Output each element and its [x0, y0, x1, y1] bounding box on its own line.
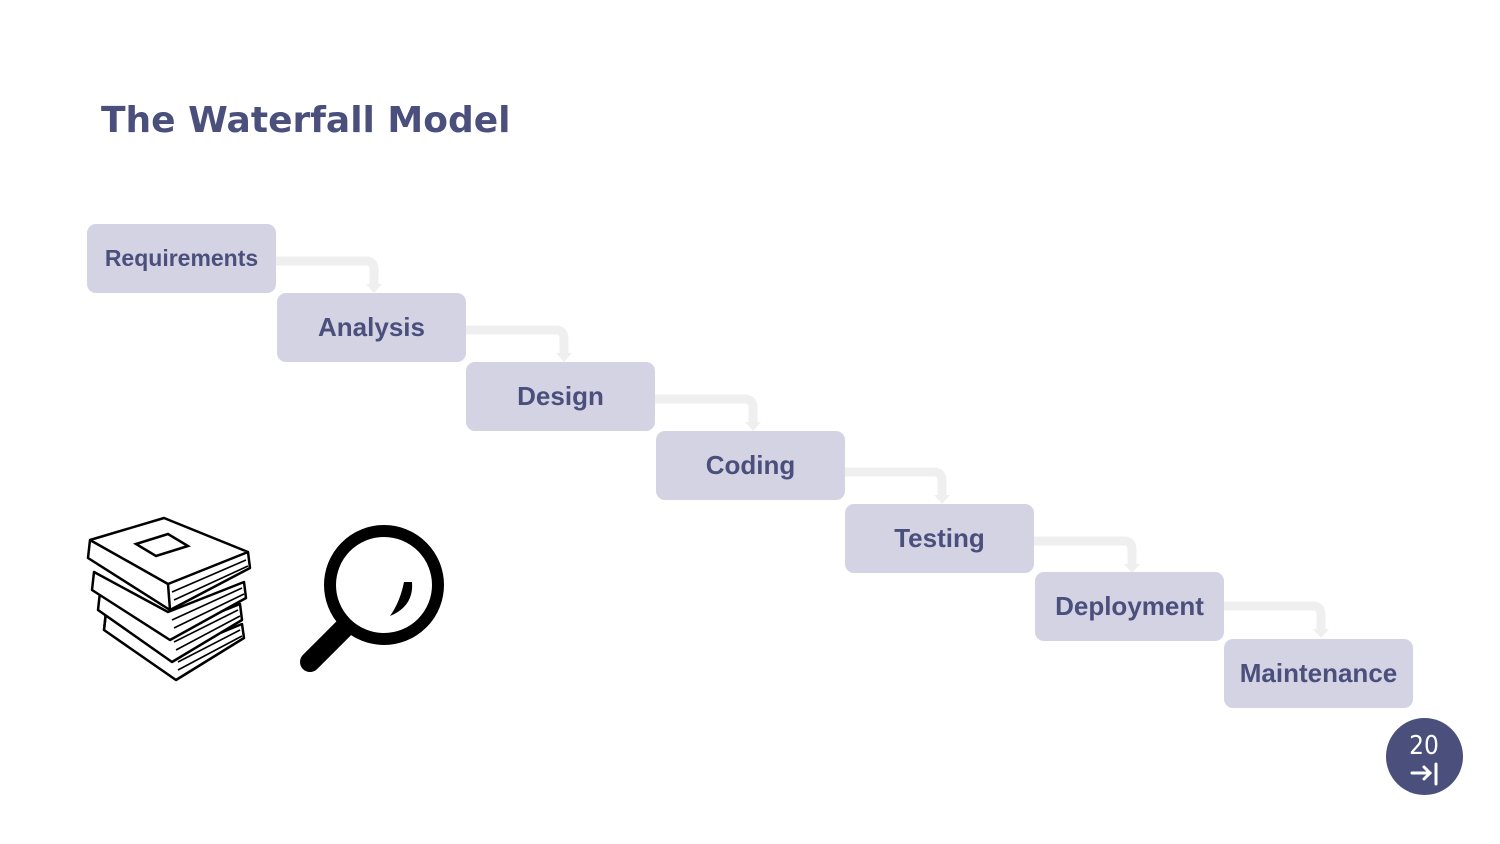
step-coding: Coding — [656, 431, 845, 500]
connector-arrowhead — [934, 495, 950, 504]
connector-arrowhead — [1124, 564, 1140, 573]
connector-arrowhead — [1313, 629, 1329, 638]
step-analysis: Analysis — [277, 293, 466, 362]
20-arrow-logo: 20 — [1386, 718, 1463, 795]
connector-arrowhead — [745, 422, 761, 431]
step-design: Design — [466, 362, 655, 431]
step-requirements: Requirements — [87, 224, 276, 293]
step-deployment: Deployment — [1035, 572, 1224, 641]
step-testing: Testing — [845, 504, 1034, 573]
stack-of-books-icon — [86, 516, 252, 682]
connector-arrow — [845, 467, 947, 495]
page-title: The Waterfall Model — [101, 100, 511, 141]
connector-arrowhead — [366, 284, 382, 293]
connector-arrow — [655, 394, 758, 422]
step-maintenance: Maintenance — [1224, 639, 1413, 708]
connector-arrowhead — [556, 353, 572, 362]
magnifying-glass-icon — [300, 525, 444, 672]
connector-arrow — [1223, 601, 1326, 629]
connector-arrow — [466, 325, 569, 353]
connector-arrow — [1034, 536, 1137, 564]
connector-arrow — [276, 256, 379, 284]
logo-text: 20 — [1409, 731, 1439, 761]
